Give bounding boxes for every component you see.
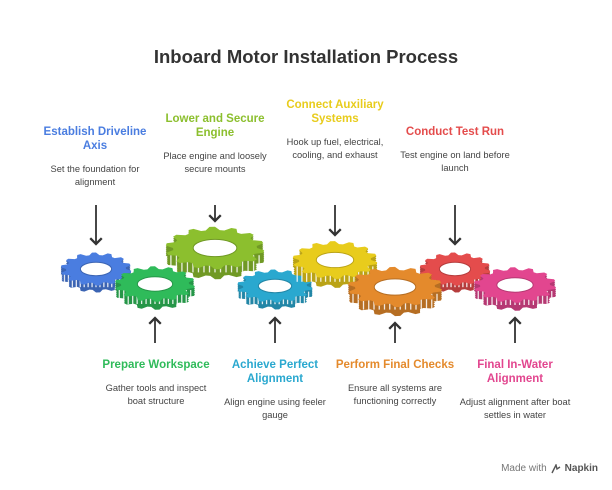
step-description: Gather tools and inspect boat structure — [105, 383, 207, 406]
step-title: Conduct Test Run — [405, 126, 505, 138]
step-title: Perform Final Checks — [335, 359, 455, 371]
gear-icon-achieve-perfect-alignment — [237, 269, 313, 310]
napkin-branding: Made with Napkin — [501, 463, 598, 474]
step-lower-and-secure-engine: Lower and Secure Engine Place engine and… — [155, 112, 275, 175]
step-description: Set the foundation for alignment — [50, 164, 140, 187]
gear-icon-prepare-workspace — [115, 266, 195, 310]
napkin-logo-icon — [551, 463, 561, 473]
step-final-in-water-alignment: Final In-Water Alignment Adjust alignmen… — [455, 358, 575, 421]
step-description: Hook up fuel, electrical, cooling, and e… — [286, 137, 384, 160]
step-title: Establish Driveline Axis — [43, 126, 147, 152]
page-title: Inboard Motor Installation Process — [153, 46, 459, 67]
step-title: Connect Auxiliary Systems — [286, 99, 384, 125]
step-perform-final-checks: Perform Final Checks Ensure all systems … — [335, 358, 455, 407]
step-achieve-perfect-alignment: Achieve Perfect Alignment Align engine u… — [215, 358, 335, 421]
step-description: Align engine using feeler gauge — [224, 397, 326, 420]
gear-hole — [136, 276, 174, 292]
step-description: Ensure all systems are functioning corre… — [347, 383, 443, 406]
step-description: Place engine and loosely secure mounts — [163, 151, 267, 174]
gear-hole — [192, 238, 238, 258]
gear-hole — [79, 261, 113, 277]
napkin-logo-text: Napkin — [564, 463, 598, 474]
gear-icon-final-in-water-alignment — [474, 267, 556, 311]
step-title: Prepare Workspace — [102, 359, 210, 371]
step-establish-driveline-axis: Establish Driveline Axis Set the foundat… — [35, 125, 155, 188]
step-title: Lower and Secure Engine — [165, 113, 265, 139]
gear-icon-perform-final-checks — [348, 266, 442, 317]
step-description: Test engine on land before launch — [400, 150, 510, 173]
step-connect-auxiliary-systems: Connect Auxiliary Systems Hook up fuel, … — [275, 98, 395, 161]
step-title: Final In-Water Alignment — [477, 359, 553, 385]
step-title: Achieve Perfect Alignment — [231, 359, 319, 385]
step-description: Adjust alignment after boat settles in w… — [459, 397, 571, 420]
gear-icon-establish-driveline-axis — [60, 252, 132, 293]
step-conduct-test-run: Conduct Test Run Test engine on land bef… — [395, 125, 515, 174]
gear-hole — [257, 278, 293, 294]
gear-icon-lower-and-secure-engine — [165, 226, 265, 280]
step-prepare-workspace: Prepare Workspace Gather tools and inspe… — [96, 358, 216, 407]
gear-hole — [373, 278, 417, 296]
gear-hole — [496, 277, 534, 293]
made-with-label: Made with — [501, 463, 547, 474]
gear-hole — [438, 261, 472, 277]
gear-hole — [315, 251, 355, 269]
